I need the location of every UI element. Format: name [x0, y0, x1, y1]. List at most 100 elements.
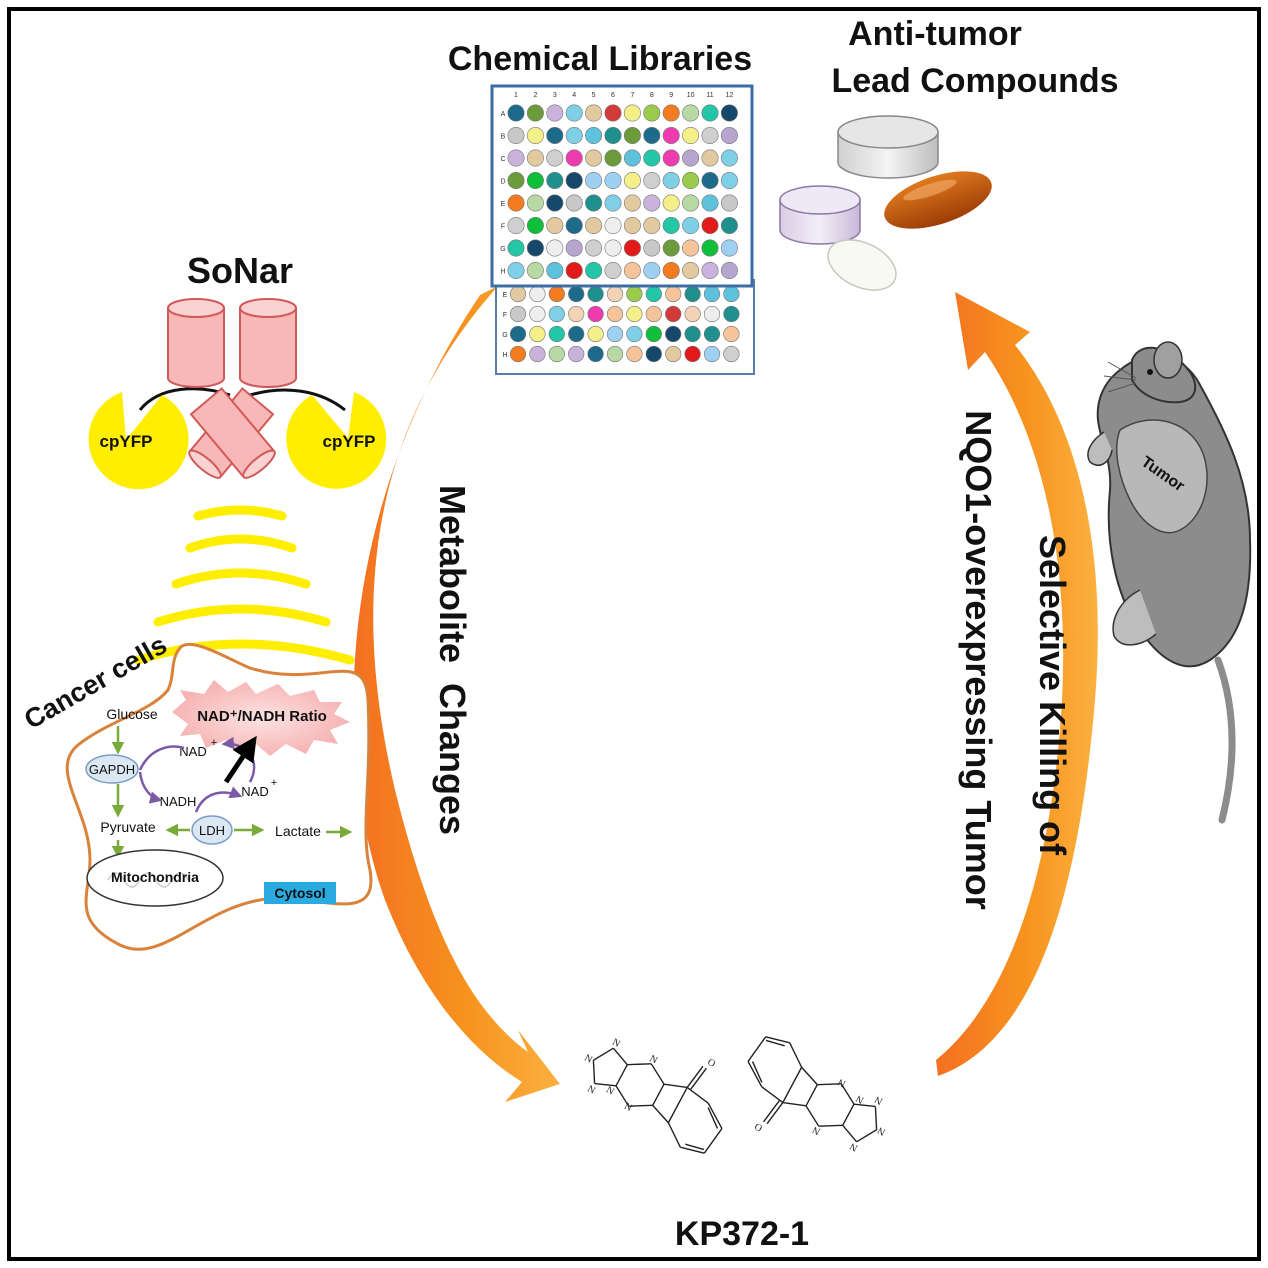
oxygen-atom-label: O — [753, 1120, 765, 1133]
nad-cycle-left-bottom — [138, 771, 163, 804]
plate-well — [546, 239, 564, 257]
nitrogen-atom-label: N — [585, 1084, 597, 1097]
molecule-bond — [627, 1063, 652, 1066]
plate-well — [507, 104, 525, 122]
plate-well — [682, 149, 700, 167]
molecule-bond — [628, 1104, 653, 1107]
plate-well — [720, 261, 738, 279]
back-plate-well — [509, 345, 527, 363]
molecule-bond — [782, 1066, 803, 1103]
plate-column-number: 1 — [514, 92, 518, 99]
molecule-bond — [615, 1085, 630, 1107]
back-plate-well — [568, 285, 585, 303]
nitrogen-atom-label: N — [876, 1124, 888, 1137]
plate-well — [546, 104, 564, 122]
back-plate-well — [606, 325, 624, 343]
molecule-bond — [685, 1143, 705, 1151]
mouse-front-paw — [1087, 431, 1113, 466]
back-plate-well — [548, 305, 565, 323]
back-plate-well — [587, 285, 604, 303]
nadh-label: NADH — [160, 794, 197, 809]
back-plate-well — [645, 325, 662, 343]
cytosol-tag — [264, 882, 336, 904]
orange-capsule — [884, 171, 992, 229]
back-plate-row-letter: E — [503, 292, 508, 299]
back-plate-well — [723, 345, 740, 363]
molecule-bond — [840, 1083, 855, 1105]
plate-well — [662, 261, 680, 279]
plate-column-number: 4 — [572, 92, 576, 99]
plate-well — [701, 104, 719, 122]
plate-well — [643, 104, 661, 122]
plate-well — [526, 149, 544, 167]
plate-well — [643, 239, 661, 257]
plate-well — [565, 172, 583, 190]
molecule-bond — [805, 1084, 818, 1107]
plate-well — [565, 217, 583, 235]
plate-well — [682, 127, 700, 145]
nitrogen-atom-label: N — [848, 1140, 860, 1153]
cpyfp-right-label: cpYFP — [323, 432, 376, 451]
selective-killing-label: Selective Killing of — [1032, 535, 1073, 856]
plate-well — [585, 127, 603, 145]
plate-well — [643, 172, 661, 190]
molecule-bond — [703, 1128, 723, 1154]
plate-well — [546, 149, 564, 167]
back-plate-well — [684, 325, 701, 343]
plate-well — [662, 217, 680, 235]
plate-well — [604, 104, 622, 122]
plate-row-letter: A — [501, 111, 506, 118]
plate-well — [701, 217, 719, 235]
plate-well — [565, 261, 583, 279]
nad-right-label: NAD — [241, 784, 268, 799]
plate-well — [682, 104, 700, 122]
plate-row-letter: H — [500, 269, 505, 276]
nad-cycle-left-top — [138, 745, 185, 771]
molecule-bond — [707, 1102, 723, 1129]
plate-column-number: 6 — [611, 92, 615, 99]
lead-compounds-pills — [779, 115, 992, 291]
plate-well — [565, 104, 583, 122]
nitrogen-atom-label: N — [836, 1076, 848, 1089]
plate-well — [604, 217, 622, 235]
mouse-ear — [1153, 341, 1183, 379]
back-plate-well — [684, 345, 701, 363]
plate-well — [623, 127, 641, 145]
molecule-bond — [667, 1122, 681, 1148]
plate-well — [720, 172, 738, 190]
plate-well — [585, 217, 603, 235]
back-plate-well — [723, 305, 740, 323]
back-plate-row-letter: G — [502, 332, 507, 339]
back-plate-well — [568, 325, 585, 343]
back-plate-well — [548, 285, 565, 303]
plate-well — [720, 217, 738, 235]
molecule-bond — [842, 1124, 858, 1143]
plate-well — [662, 104, 680, 122]
molecule-bond — [761, 1086, 784, 1104]
back-plate-well — [665, 345, 682, 363]
nitrogen-atom-label: N — [582, 1053, 594, 1066]
plate-well — [701, 239, 719, 257]
plate-well — [507, 261, 525, 279]
plate-well — [546, 217, 564, 235]
nad-top-plus: + — [211, 737, 217, 749]
sonar-title: SoNar — [187, 250, 293, 291]
molecule-bond — [612, 1047, 628, 1066]
plate-well — [585, 261, 603, 279]
molecule-bond — [747, 1061, 763, 1088]
molecule-bond — [766, 1102, 784, 1125]
plate-column-number: 3 — [553, 92, 557, 99]
sensor-cylinder-right — [239, 298, 297, 388]
back-plate-well — [723, 325, 740, 343]
ratio-burst — [172, 680, 350, 756]
molecule-bond — [747, 1036, 767, 1062]
back-plate-well — [645, 305, 662, 323]
back-plate-well — [645, 285, 662, 303]
gapdh-node — [85, 754, 139, 784]
back-plate-well — [626, 285, 643, 303]
back-plate-row-letter: F — [503, 312, 507, 319]
molecule-bond — [686, 1065, 704, 1088]
